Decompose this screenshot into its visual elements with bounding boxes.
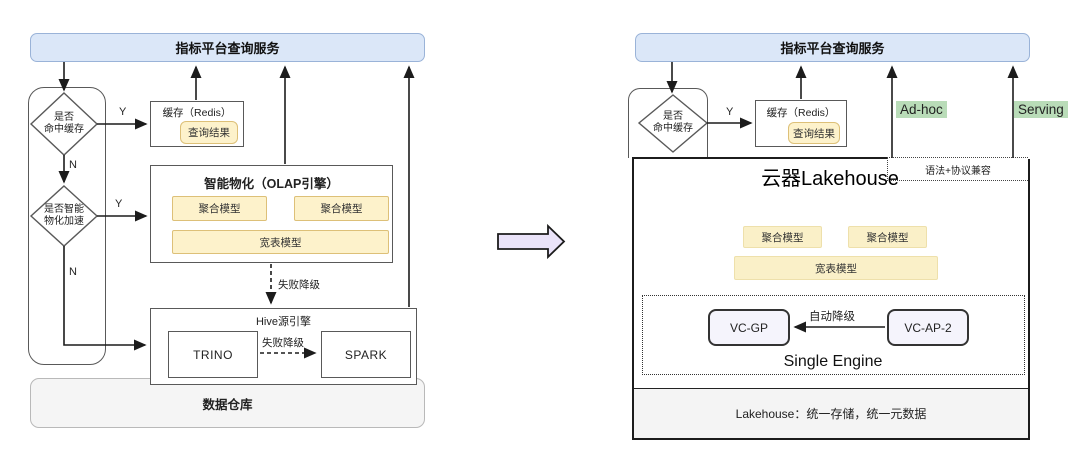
left-agg-model-1: 聚合模型 <box>172 196 267 221</box>
left-wide-model: 宽表模型 <box>172 230 389 254</box>
left-cache-title: 缓存（Redis） <box>162 107 232 119</box>
edge-label-y2: Y <box>115 198 123 210</box>
left-decision-cache-text: 是否 命中缓存 <box>44 111 84 136</box>
edge-label-y1: Y <box>119 106 127 118</box>
protocol-compat-band: 语法+协议兼容 <box>887 157 1028 181</box>
left-fallback-label-1: 失败降级 <box>278 279 320 291</box>
transition-block-arrow <box>497 223 566 260</box>
lakehouse-top-border <box>632 157 888 159</box>
right-cache-title: 缓存（Redis） <box>766 107 836 119</box>
adhoc-label: Ad-hoc <box>896 101 947 118</box>
single-engine-box <box>642 295 1025 375</box>
right-agg-model-2: 聚合模型 <box>848 226 927 248</box>
left-olap-box: 智能物化（OLAP引擎） 聚合模型 聚合模型 宽表模型 <box>150 165 393 263</box>
left-service-bar: 指标平台查询服务 <box>30 33 425 62</box>
serving-label: Serving <box>1014 101 1068 118</box>
left-fallback-label-2: 失败降级 <box>262 337 304 349</box>
left-decision-smart-text: 是否智能 物化加速 <box>44 203 84 228</box>
right-service-bar: 指标平台查询服务 <box>635 33 1030 62</box>
right-decision-cache-text: 是否 命中缓存 <box>653 110 693 135</box>
lakehouse-storage-band: Lakehouse：统一存储，统一元数据 <box>634 388 1028 438</box>
edge-label-y-right: Y <box>726 106 734 118</box>
edge-label-n2: N <box>69 266 77 278</box>
left-cache-box: 缓存（Redis） 查询结果 <box>150 101 244 147</box>
edge-label-n1: N <box>69 159 77 171</box>
left-query-result-chip: 查询结果 <box>180 121 238 144</box>
vc-ap2-box: VC-AP-2 <box>887 309 969 346</box>
left-spark-box: SPARK <box>321 331 411 378</box>
left-olap-title: 智能物化（OLAP引擎） <box>204 177 339 191</box>
left-trino-box: TRINO <box>168 331 258 378</box>
left-hive-title: Hive源引擎 <box>255 316 311 328</box>
right-wide-model: 宽表模型 <box>734 256 938 280</box>
lakehouse-title: 云器Lakehouse <box>761 167 899 190</box>
single-engine-label: Single Engine <box>783 353 883 370</box>
left-agg-model-2: 聚合模型 <box>294 196 389 221</box>
auto-fallback-label: 自动降级 <box>809 311 855 323</box>
right-cache-box: 缓存（Redis） 查询结果 <box>755 100 847 147</box>
left-hive-box: Hive源引擎 TRINO SPARK <box>150 308 417 385</box>
vc-gp-box: VC-GP <box>708 309 790 346</box>
right-agg-model-1: 聚合模型 <box>743 226 822 248</box>
left-warehouse-band: 数据仓库 <box>30 378 425 428</box>
right-query-result-chip: 查询结果 <box>788 122 840 144</box>
